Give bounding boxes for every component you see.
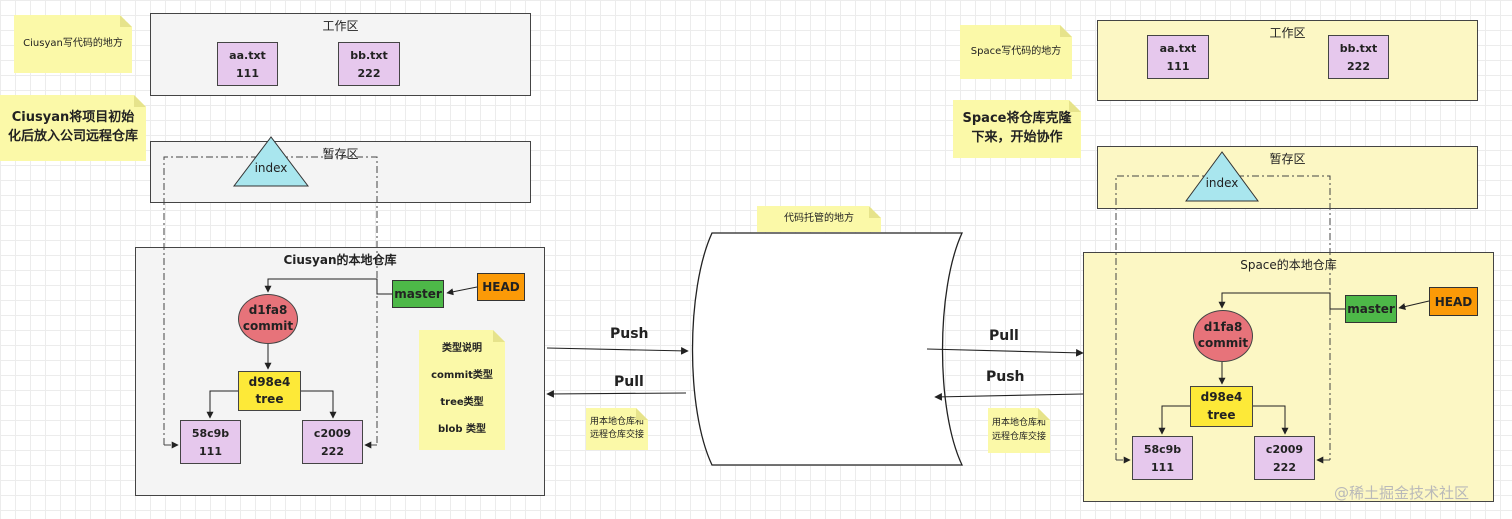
note-left-exchange: 用本地仓库和远程仓库交接 xyxy=(586,408,648,450)
left-legend-note: 类型说明 commit类型 tree类型 blob 类型 xyxy=(419,330,505,450)
left-workspace-title: 工作区 xyxy=(322,19,359,33)
left-stage-area: 暂存区 xyxy=(150,141,531,203)
left-head-pointer: HEAD xyxy=(477,273,525,301)
note-space-clone: Space将仓库克隆下来，开始协作 xyxy=(953,100,1081,158)
right-stage-area: 暂存区 xyxy=(1097,146,1478,209)
left-commit-node: d1fa8 commit xyxy=(238,294,298,344)
note-code-hosting: 代码托管的地方 xyxy=(757,206,881,232)
note-right-exchange: 用本地仓库和远程仓库交接 xyxy=(988,408,1050,453)
left-pull-label: Pull xyxy=(614,374,644,390)
right-commit-node: d1fa8 commit xyxy=(1193,310,1253,362)
right-stage-title: 暂存区 xyxy=(1269,152,1306,166)
watermark: @稀土掘金技术社区 xyxy=(1334,484,1470,502)
left-tree-node: d98e4 tree xyxy=(238,371,301,411)
left-file-aa: aa.txt 111 xyxy=(217,42,278,86)
note-space-workspace: Space写代码的地方 xyxy=(960,25,1072,79)
right-file-bb: bb.txt 222 xyxy=(1328,35,1389,79)
right-pull-label: Pull xyxy=(989,328,1019,344)
right-workspace-title: 工作区 xyxy=(1269,26,1306,40)
left-index-label: index xyxy=(254,161,288,175)
right-head-pointer: HEAD xyxy=(1429,287,1478,316)
left-master-branch: master xyxy=(392,280,444,308)
remote-repo-title: 公司的远程仓库 xyxy=(781,239,859,252)
right-tree-node: d98e4 tree xyxy=(1190,386,1253,427)
right-push-label: Push xyxy=(986,369,1025,385)
right-file-aa: aa.txt 111 xyxy=(1147,35,1209,79)
left-repo-title: Ciusyan的本地仓库 xyxy=(283,253,397,267)
note-ciusyan-workspace: Ciusyan写代码的地方 xyxy=(14,15,132,73)
right-master-branch: master xyxy=(1345,295,1397,323)
left-stage-title: 暂存区 xyxy=(322,147,359,161)
right-blob-c2009: c2009 222 xyxy=(1254,436,1315,480)
right-blob-58c9b: 58c9b 111 xyxy=(1132,436,1193,480)
left-file-bb: bb.txt 222 xyxy=(338,42,400,86)
right-index-label: index xyxy=(1205,176,1239,190)
project-note: project 协作的项目 xyxy=(767,283,873,411)
left-blob-58c9b: 58c9b 111 xyxy=(180,420,241,464)
left-blob-c2009: c2009 222 xyxy=(302,420,363,464)
right-repo-title: Space的本地仓库 xyxy=(1240,258,1337,272)
left-push-label: Push xyxy=(610,326,649,342)
note-ciusyan-init: Ciusyan将项目初始化后放入公司远程仓库 xyxy=(0,95,146,161)
